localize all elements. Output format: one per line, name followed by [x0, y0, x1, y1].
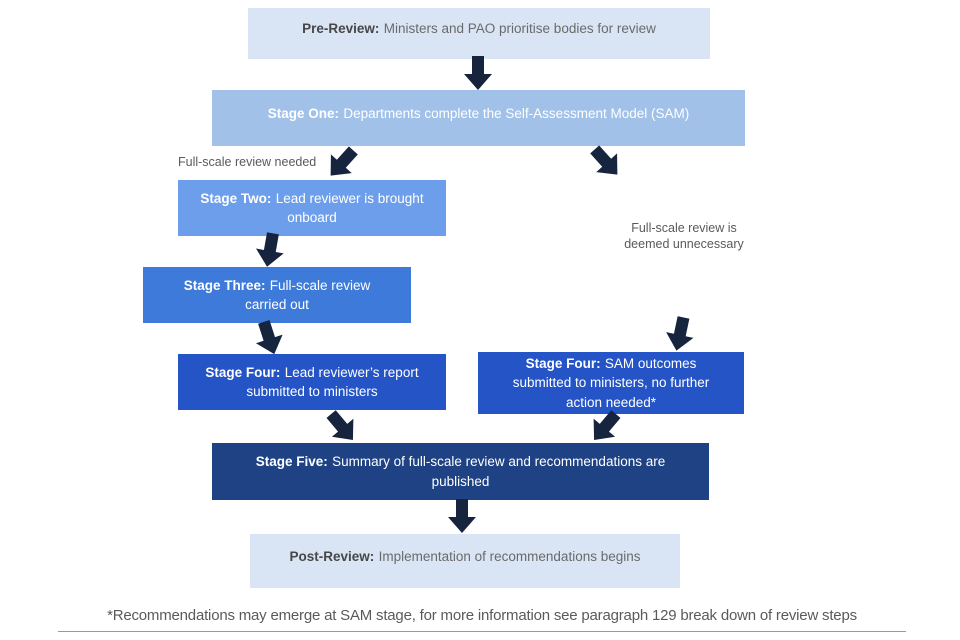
node-text: Lead reviewer is brought onboard — [275, 190, 424, 225]
node-label: Stage Five: — [255, 454, 328, 470]
branch-label-line2: deemed unnecessary — [624, 237, 744, 252]
node-post-review: Post-Review:Implementation of recommenda… — [250, 534, 680, 588]
down-right-arrow-icon — [326, 410, 354, 441]
branch-label-line1: Full-scale review is — [631, 221, 737, 235]
connector-stage-four-full-to-stage-five — [320, 404, 365, 449]
node-text: SAM outcomes submitted to ministers, no … — [512, 356, 710, 410]
node-label: Stage Two: — [200, 190, 272, 206]
footnote: *Recommendations may emerge at SAM stage… — [107, 607, 857, 624]
node-label: Pre-Review: — [302, 21, 380, 37]
node-label: Post-Review: — [289, 548, 375, 564]
down-left-arrow-icon — [593, 410, 621, 441]
connector-stage-one-to-stage-two — [319, 140, 364, 185]
connector-stage-two-to-stage-three — [252, 231, 287, 270]
node-stage-two: Stage Two:Lead reviewer is brought onboa… — [178, 180, 446, 236]
node-label: Stage Three: — [183, 277, 266, 293]
node-stage-four-full: Stage Four:Lead reviewer’s report submit… — [178, 354, 446, 410]
node-stage-five: Stage Five:Summary of full-scale review … — [212, 443, 709, 500]
node-text: Implementation of recommendations begins — [378, 548, 641, 564]
connector-stage-five-to-post-review — [447, 499, 477, 533]
down-arrow-icon — [256, 232, 284, 267]
node-label: Stage Four: — [205, 364, 281, 380]
connector-stage-one-to-stage-four-sam — [583, 139, 628, 184]
node-stage-three: Stage Three:Full-scale review carried ou… — [143, 267, 411, 323]
divider-line — [58, 631, 906, 632]
node-stage-four-sam: Stage Four:SAM outcomes submitted to min… — [478, 352, 744, 414]
node-label: Stage Four: — [525, 356, 601, 372]
down-left-arrow-icon — [330, 146, 358, 176]
down-arrow-icon — [666, 316, 694, 351]
branch-label-full-review: Full-scale review needed — [178, 155, 317, 169]
node-text: Ministers and PAO prioritise bodies for … — [383, 21, 656, 37]
connector-stage-three-to-stage-four-full — [249, 317, 288, 359]
node-pre-review: Pre-Review:Ministers and PAO prioritise … — [248, 8, 710, 59]
node-text: Lead reviewer’s report submitted to mini… — [246, 364, 419, 399]
node-text: Summary of full-scale review and recomme… — [332, 454, 666, 489]
node-text: Full-scale review carried out — [245, 277, 371, 312]
down-arrow-icon — [448, 499, 476, 533]
node-label: Stage One: — [267, 105, 340, 121]
down-arrow-icon — [464, 56, 492, 90]
node-stage-one: Stage One:Departments complete the Self-… — [212, 90, 745, 146]
branch-label-no-review: Full-scale review is deemed unnecessary — [604, 220, 764, 253]
connector-stage-four-sam-to-stage-five — [583, 404, 628, 449]
down-arrow-icon — [255, 319, 283, 355]
connector-label-to-stage-four-sam — [662, 314, 698, 353]
connector-pre-to-stage-one — [463, 56, 493, 90]
node-text: Departments complete the Self-Assessment… — [343, 105, 690, 121]
down-right-arrow-icon — [590, 145, 618, 175]
